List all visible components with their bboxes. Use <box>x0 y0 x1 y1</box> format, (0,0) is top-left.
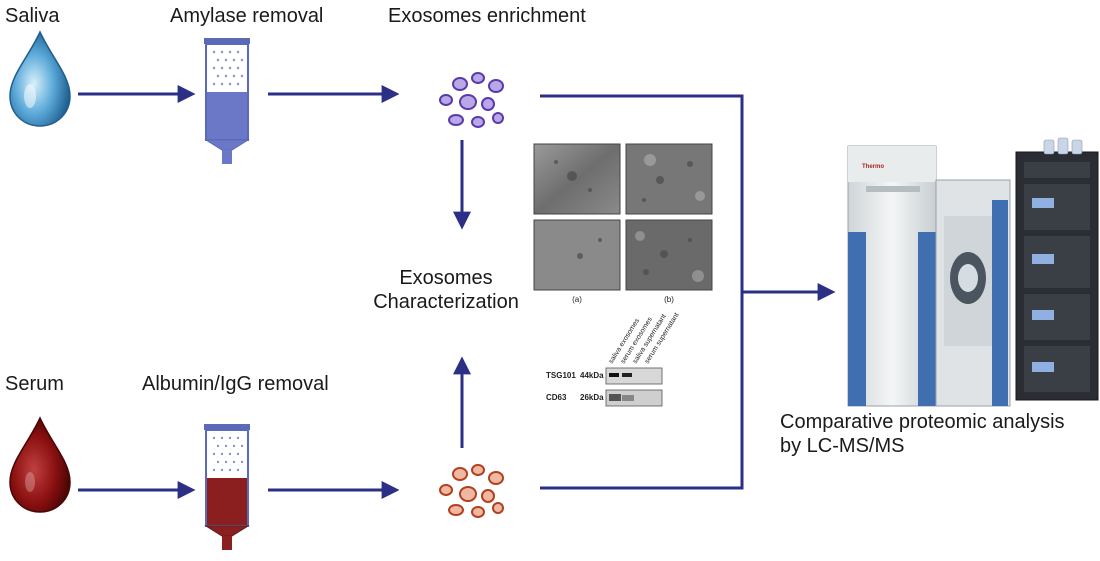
flow-arrows <box>78 85 836 499</box>
saliva-drop-icon <box>9 30 71 127</box>
proteomic-analysis-label-line1: Comparative proteomic analysis <box>780 411 1065 433</box>
blot-size-cd63: 26kDa <box>580 393 604 402</box>
lc-ms-instrument-illustration: Thermo <box>847 137 1099 407</box>
albumin-igg-removal-column-icon <box>204 424 250 550</box>
blot-marker-cd63: CD63 <box>546 393 567 402</box>
exosomes-enrichment-label: Exosomes enrichment <box>388 5 586 27</box>
tem-micrographs: (a) (b) <box>533 143 713 304</box>
saliva-exosomes-icon <box>439 72 504 128</box>
connector-serum-to-analysis <box>540 292 744 490</box>
albumin-igg-removal-label: Albumin/IgG removal <box>142 373 329 395</box>
amylase-removal-column-icon <box>204 38 250 164</box>
micrograph-label-a: (a) <box>572 295 582 304</box>
serum-drop-icon <box>9 416 71 513</box>
instrument-brand: Thermo <box>862 164 884 170</box>
blot-marker-tsg101: TSG101 <box>546 371 576 380</box>
serum-label: Serum <box>5 373 64 395</box>
connector-saliva-to-analysis <box>540 94 744 292</box>
proteomic-analysis-label: Comparative proteomic analysis by LC-MS/… <box>780 410 1065 458</box>
characterization-label-line1: Exosomes <box>399 267 493 289</box>
serum-exosomes-icon <box>439 464 504 518</box>
western-blot: saliva exosomes serum exosomes saliva su… <box>546 312 681 407</box>
proteomic-analysis-label-line2: by LC-MS/MS <box>780 435 905 457</box>
micrograph-label-b: (b) <box>664 295 674 304</box>
amylase-removal-label: Amylase removal <box>170 5 324 27</box>
characterization-label-line2: Characterization <box>373 291 519 313</box>
saliva-label: Saliva <box>5 5 60 27</box>
blot-size-tsg101: 44kDa <box>580 371 604 380</box>
exosomes-characterization-label: Exosomes Characterization <box>356 266 536 314</box>
